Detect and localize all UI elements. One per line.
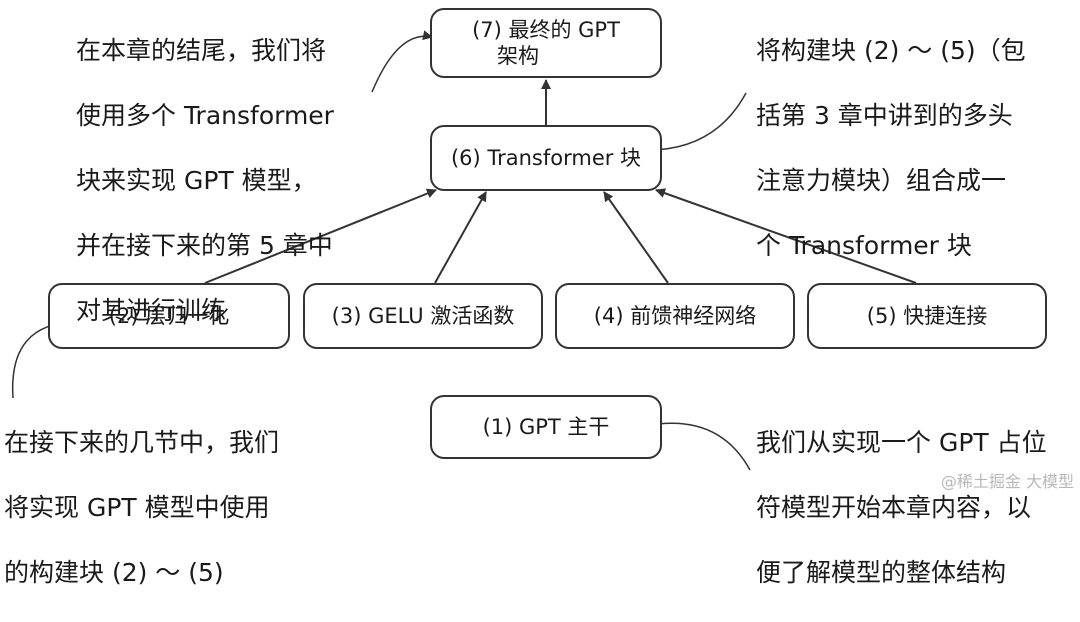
note-tl-line4: 并在接下来的第 5 章中 [76, 230, 333, 260]
arrow-4-to-6 [603, 191, 669, 284]
box-transformer-block: (6) Transformer 块 [430, 125, 662, 191]
connector-layer [11, 30, 917, 471]
box2-label: (2) 层归一化 [108, 303, 230, 328]
note-tl-line2: 使用多个 Transformer [76, 100, 334, 130]
note-bottom-left: 在接下来的几节中，我们 将实现 GPT 模型中使用 的构建块 (2) ～ (5) [4, 394, 279, 622]
arrow-5-to-6 [655, 188, 917, 284]
pointer-top-left [371, 30, 433, 93]
box-feedforward: (4) 前馈神经网络 [555, 283, 795, 349]
note-br-line1: 我们从实现一个 GPT 占位 [756, 427, 1047, 457]
note-br-line2: 符模型开始本章内容，以 [756, 492, 1032, 522]
note-tl-line5: 对其进行训练 [76, 295, 227, 325]
note-tr-line2: 括第 3 章中讲到的多头 [756, 100, 1013, 130]
note-bl-line1: 在接下来的几节中，我们 [4, 427, 280, 457]
arrow-2-to-6 [204, 188, 437, 284]
note-tr-line4: 个 Transformer 块 [756, 230, 972, 260]
arrow-3-to-6 [434, 191, 487, 284]
box3-label: (3) GELU 激活函数 [331, 303, 515, 328]
note-bl-line2: 将实现 GPT 模型中使用 [4, 492, 270, 522]
watermark: @稀土掘金 大模型 [940, 472, 1074, 491]
note-top-right: 将构建块 (2) ～ (5)（包 括第 3 章中讲到的多头 注意力模块）组合成一… [756, 2, 1026, 295]
box-final-gpt-architecture: (7) 最终的 GPT 架构 [430, 8, 662, 78]
box-shortcut: (5) 快捷连接 [807, 283, 1047, 349]
note-top-left: 在本章的结尾，我们将 使用多个 Transformer 块来实现 GPT 模型，… [76, 2, 334, 360]
box-gpt-backbone: (1) GPT 主干 [430, 395, 662, 459]
box7-line1: (7) 最终的 GPT [472, 17, 620, 42]
box7-line2: 架构 [497, 44, 539, 68]
box1-label: (1) GPT 主干 [482, 414, 610, 439]
box6-label: (6) Transformer 块 [450, 145, 642, 170]
box5-label: (5) 快捷连接 [866, 303, 988, 328]
note-bl-line3: 的构建块 (2) ～ (5) [4, 557, 224, 587]
pointer-top-right [647, 92, 747, 155]
box-gelu: (3) GELU 激活函数 [303, 283, 543, 349]
note-bottom-right: 我们从实现一个 GPT 占位 符模型开始本章内容，以 便了解模型的整体结构 [756, 394, 1047, 622]
note-tl-line1: 在本章的结尾，我们将 [76, 35, 327, 65]
note-br-line3: 便了解模型的整体结构 [756, 557, 1007, 587]
box-layer-norm: (2) 层归一化 [48, 283, 290, 349]
note-tr-line1: 将构建块 (2) ～ (5)（包 [756, 35, 1026, 65]
box4-label: (4) 前馈神经网络 [593, 303, 757, 328]
note-tl-line3: 块来实现 GPT 模型， [76, 165, 317, 195]
note-tr-line3: 注意力模块）组合成一 [756, 165, 1007, 195]
